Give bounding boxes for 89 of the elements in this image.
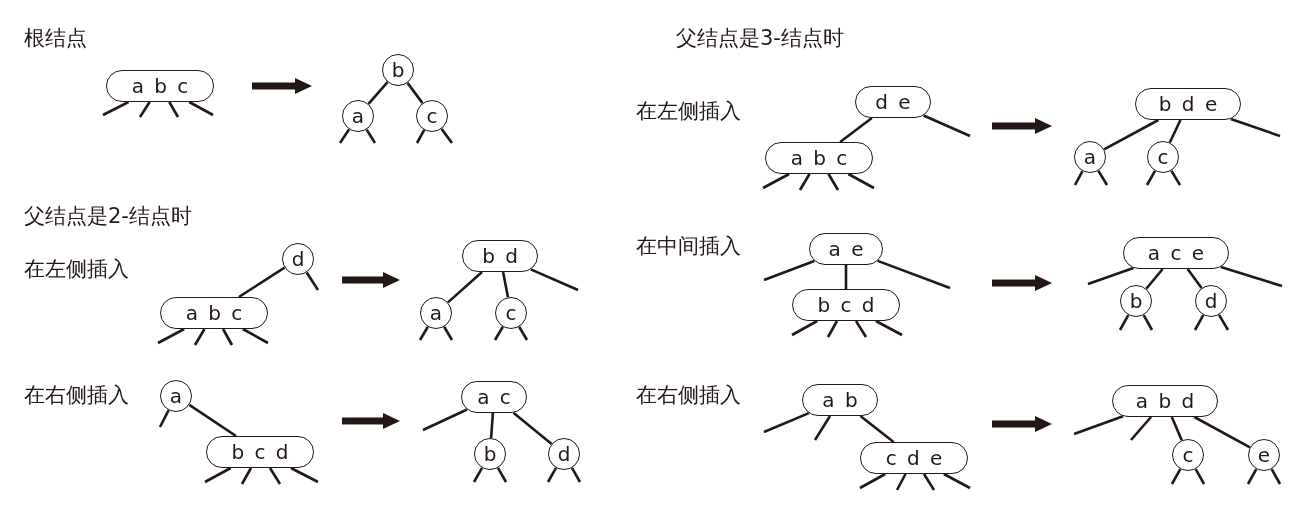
single-key-node bbox=[1248, 439, 1280, 471]
multi-key-node bbox=[765, 142, 873, 174]
tree-edge bbox=[1145, 268, 1164, 290]
tree-edge bbox=[367, 81, 389, 105]
single-key-node bbox=[416, 100, 448, 132]
key-label: a bbox=[429, 301, 443, 325]
key-label: d bbox=[557, 442, 571, 466]
key-label: a b bbox=[822, 388, 858, 412]
key-label: a bbox=[351, 104, 365, 128]
multi-key-node bbox=[1123, 237, 1229, 269]
case-label: 在左侧插入 bbox=[636, 98, 741, 125]
tree-edge bbox=[1193, 415, 1251, 449]
key-label: a b d bbox=[1135, 389, 1195, 413]
transform-arrow bbox=[342, 413, 400, 429]
key-label: a b c bbox=[131, 74, 189, 98]
key-label: a c bbox=[477, 385, 511, 409]
key-label: a b c bbox=[790, 146, 848, 170]
single-key-node bbox=[1172, 439, 1204, 471]
section-heading: 父结点是2-结点时 bbox=[24, 203, 192, 230]
single-key-node bbox=[342, 100, 374, 132]
key-label: c bbox=[426, 104, 438, 128]
key-label: a bbox=[1083, 145, 1097, 169]
single-key-node bbox=[1195, 285, 1227, 317]
tree-edge bbox=[501, 271, 510, 298]
transform-arrow bbox=[992, 275, 1052, 291]
single-key-node bbox=[548, 438, 580, 470]
single-key-node bbox=[1120, 285, 1152, 317]
key-label: a e bbox=[828, 237, 864, 261]
key-label: d e bbox=[875, 90, 911, 114]
key-label: d bbox=[1204, 289, 1218, 313]
key-label: b d e bbox=[1158, 92, 1218, 116]
key-label: c bbox=[505, 301, 517, 325]
case-label: 在左侧插入 bbox=[24, 256, 129, 283]
tree-edge bbox=[406, 82, 424, 104]
case-label: 在右侧插入 bbox=[24, 382, 129, 409]
multi-key-node bbox=[860, 442, 968, 474]
key-label: b bbox=[391, 58, 405, 82]
key-label: b bbox=[483, 442, 497, 466]
tree-edge bbox=[844, 265, 848, 289]
multi-key-node bbox=[1135, 88, 1241, 120]
single-key-node bbox=[1074, 141, 1106, 173]
key-label: c bbox=[1157, 145, 1169, 169]
transform-arrow bbox=[252, 78, 312, 94]
key-label: a b c bbox=[185, 301, 243, 325]
key-label: b c d bbox=[817, 293, 875, 317]
transform-arrow bbox=[992, 416, 1052, 432]
multi-key-node bbox=[206, 436, 314, 468]
multi-key-node bbox=[461, 381, 527, 413]
key-label: a bbox=[169, 384, 183, 408]
multi-key-node bbox=[802, 384, 878, 416]
tree-edge bbox=[1186, 268, 1203, 289]
key-label: b d bbox=[482, 244, 518, 268]
tree-edge bbox=[238, 266, 286, 299]
single-key-node bbox=[1147, 141, 1179, 173]
key-label: b c d bbox=[231, 440, 289, 464]
single-key-node bbox=[382, 54, 414, 86]
single-key-node bbox=[495, 297, 527, 329]
multi-key-node bbox=[809, 233, 883, 265]
section-heading: 父结点是3-结点时 bbox=[676, 25, 844, 52]
tree-edge bbox=[1168, 119, 1182, 144]
single-key-node bbox=[474, 438, 506, 470]
tree-edge bbox=[839, 116, 873, 144]
transform-arrow bbox=[992, 118, 1052, 134]
multi-key-node bbox=[792, 289, 900, 321]
tree-edge bbox=[1103, 118, 1160, 151]
key-label: b bbox=[1129, 289, 1143, 313]
key-label: a c e bbox=[1147, 241, 1205, 265]
key-label: e bbox=[1257, 443, 1271, 467]
single-key-node bbox=[420, 297, 452, 329]
tree-edge bbox=[512, 411, 553, 445]
multi-key-node bbox=[855, 86, 931, 118]
tree-edge bbox=[1170, 416, 1183, 441]
tree-edge bbox=[859, 414, 895, 444]
multi-key-node bbox=[160, 297, 268, 329]
tree-edge bbox=[447, 271, 483, 304]
case-label: 在右侧插入 bbox=[636, 382, 741, 409]
key-label: c bbox=[1182, 443, 1194, 467]
transform-arrow bbox=[342, 272, 400, 288]
multi-key-node bbox=[462, 240, 538, 272]
key-label: d bbox=[291, 247, 305, 271]
key-label: c d e bbox=[885, 446, 943, 470]
tree-edge bbox=[489, 412, 495, 439]
section-heading: 根结点 bbox=[24, 25, 87, 52]
multi-key-node bbox=[1112, 385, 1218, 417]
multi-key-node bbox=[106, 70, 214, 102]
single-key-node bbox=[282, 243, 314, 275]
tree-edge bbox=[188, 403, 237, 438]
single-key-node bbox=[160, 380, 192, 412]
case-label: 在中间插入 bbox=[636, 233, 741, 260]
